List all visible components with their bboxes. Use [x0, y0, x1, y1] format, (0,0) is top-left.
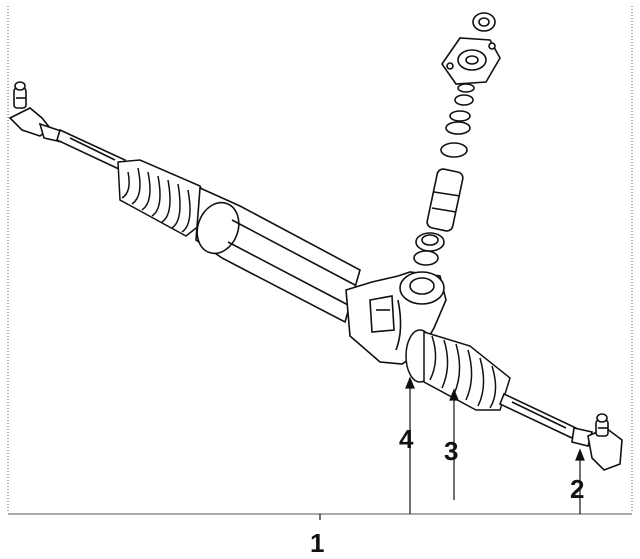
right-inner-tie-rod: [498, 392, 578, 440]
right-boot: [405, 329, 511, 411]
right-tie-rod-end: [571, 413, 623, 471]
top-mount-plate: [441, 12, 501, 85]
callout-leaders: [319, 376, 585, 520]
callout-2: 2: [570, 474, 584, 504]
pinion-shaft-stack: [413, 83, 475, 266]
left-inner-tie-rod: [56, 128, 127, 172]
rack-housing-tube: [195, 186, 361, 324]
left-boot: [117, 159, 215, 237]
callout-4: 4: [399, 424, 414, 454]
callout-3: 3: [444, 436, 458, 466]
left-tie-rod-end: [8, 81, 65, 143]
callout-1: 1: [310, 528, 324, 558]
